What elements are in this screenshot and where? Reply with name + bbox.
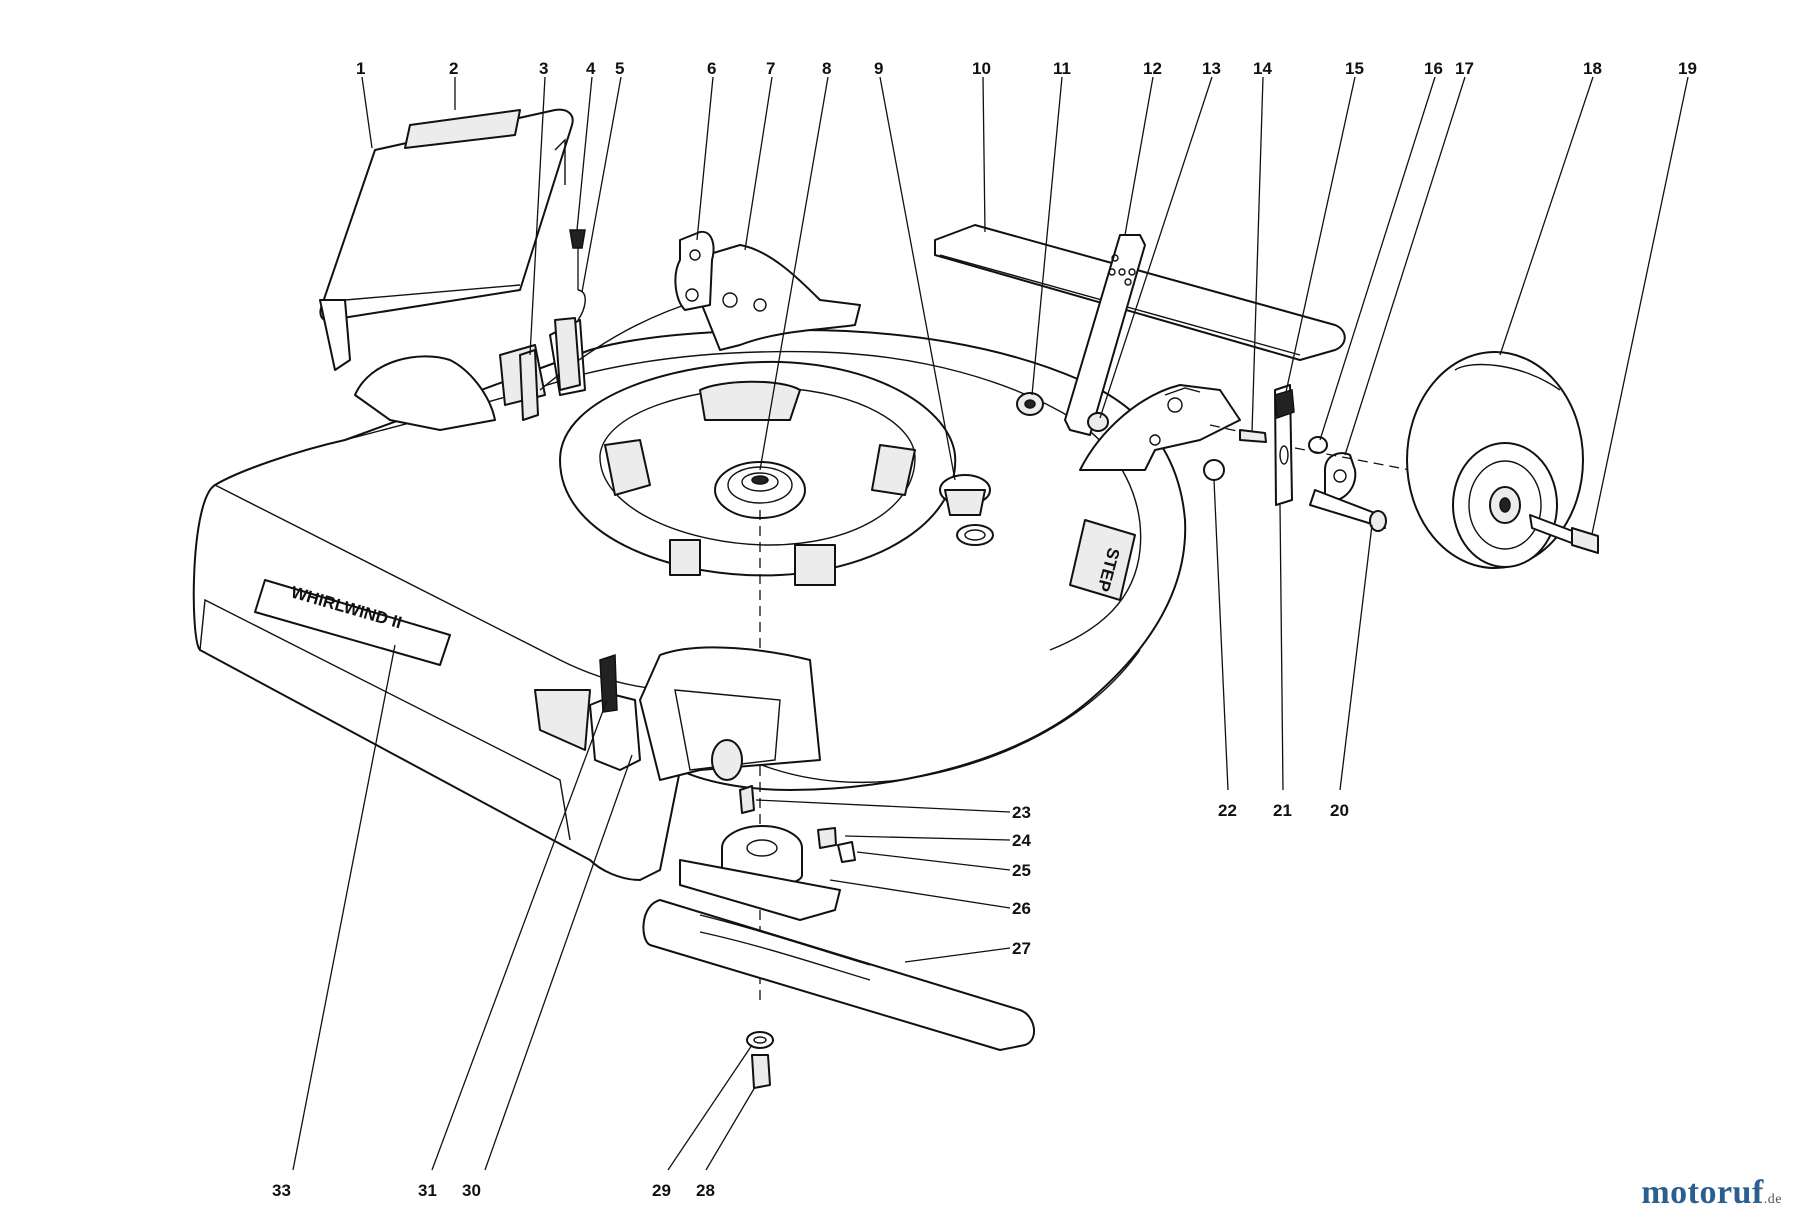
callout-12: 12 xyxy=(1143,59,1162,78)
callout-19: 19 xyxy=(1678,59,1697,78)
callout-20: 20 xyxy=(1330,801,1349,820)
callout-4: 4 xyxy=(586,59,596,78)
step-decal: STEP xyxy=(1069,519,1136,601)
callout-3: 3 xyxy=(539,59,548,78)
callout-30: 30 xyxy=(462,1181,481,1200)
callout-21: 21 xyxy=(1273,801,1292,820)
handle-bracket-parts xyxy=(1016,234,1256,471)
callout-25: 25 xyxy=(1012,861,1031,880)
blade-assembly xyxy=(642,785,1035,1051)
callout-23: 23 xyxy=(1012,803,1031,822)
hinge-parts xyxy=(519,229,586,421)
callout-labels: 1 2 3 4 5 6 7 8 9 10 11 12 13 14 15 16 1… xyxy=(272,59,1697,1200)
callout-7: 7 xyxy=(766,59,775,78)
callout-22: 22 xyxy=(1218,801,1237,820)
callout-16: 16 xyxy=(1424,59,1443,78)
callout-31: 31 xyxy=(418,1181,437,1200)
watermark-suffix: .de xyxy=(1763,1192,1782,1207)
callout-26: 26 xyxy=(1012,899,1031,918)
callout-15: 15 xyxy=(1345,59,1364,78)
rear-wheel xyxy=(1406,351,1584,569)
callout-28: 28 xyxy=(696,1181,715,1200)
callout-6: 6 xyxy=(707,59,716,78)
wheel-mount-hardware xyxy=(1203,384,1411,532)
callout-27: 27 xyxy=(1012,939,1031,958)
height-bracket xyxy=(674,230,715,311)
callout-8: 8 xyxy=(822,59,831,78)
motoruf-watermark: motoruf.de xyxy=(1641,1174,1782,1212)
callout-5: 5 xyxy=(615,59,624,78)
callout-18: 18 xyxy=(1583,59,1602,78)
callout-17: 17 xyxy=(1455,59,1474,78)
axle-bolt xyxy=(1529,514,1599,554)
callout-11: 11 xyxy=(1053,59,1071,78)
callout-10: 10 xyxy=(972,59,991,78)
blade-bolt xyxy=(746,1031,774,1089)
callout-24: 24 xyxy=(1012,831,1031,850)
watermark-brand: motoruf xyxy=(1641,1174,1764,1211)
fill-cap xyxy=(939,474,994,546)
callout-13: 13 xyxy=(1202,59,1221,78)
callout-29: 29 xyxy=(652,1181,671,1200)
callout-9: 9 xyxy=(874,59,883,78)
callout-33: 33 xyxy=(272,1181,291,1200)
callout-14: 14 xyxy=(1253,59,1272,78)
leader-lines xyxy=(292,76,1689,1171)
deflector-flap xyxy=(319,108,574,371)
callout-2: 2 xyxy=(449,59,458,78)
callout-1: 1 xyxy=(356,59,365,78)
